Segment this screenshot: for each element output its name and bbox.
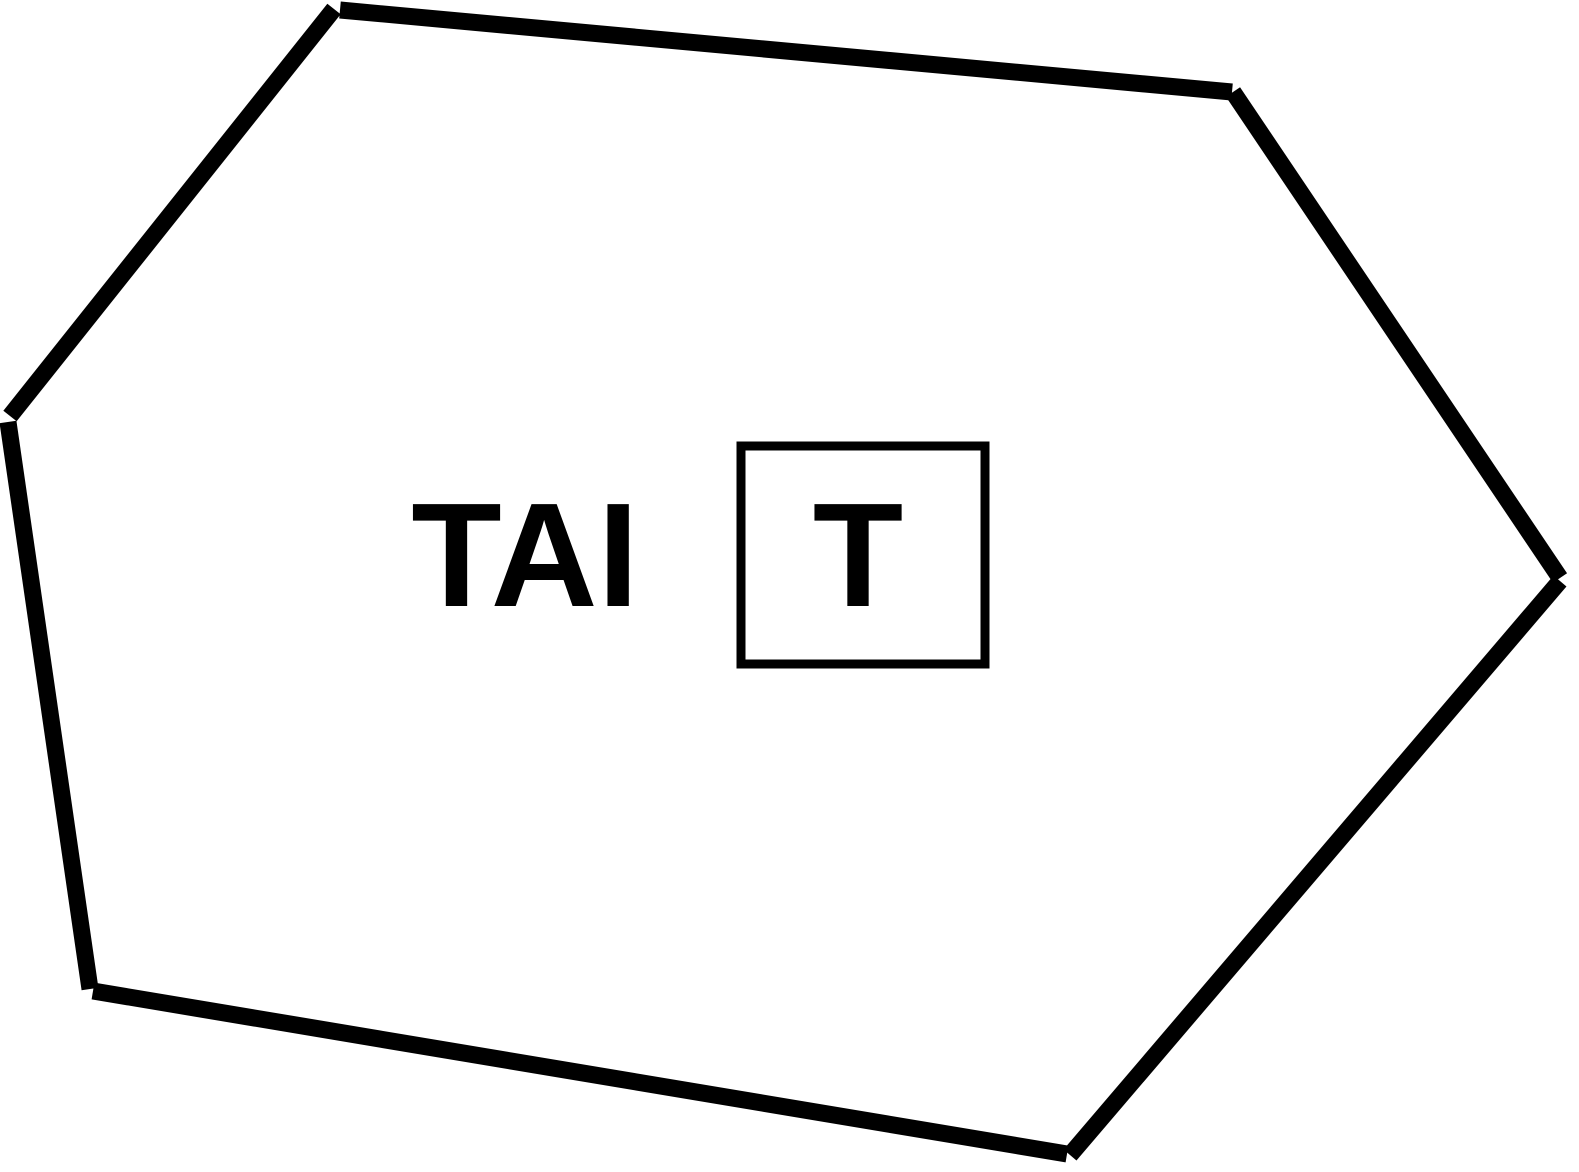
hexagon-edge-top [339, 1, 1233, 101]
hexagon-edge-bottom-left [0, 420, 99, 991]
hexagon-edge-bottom [91, 982, 1069, 1163]
boxed-label-frame [736, 441, 990, 669]
hexagon-edge-bottom-right [1063, 575, 1567, 1161]
boxed-label: T [813, 473, 903, 638]
diagram-label: TAI [411, 473, 638, 638]
hexagon-edge-top-left [3, 3, 341, 422]
hexagon-edge-top-right [1225, 87, 1568, 583]
